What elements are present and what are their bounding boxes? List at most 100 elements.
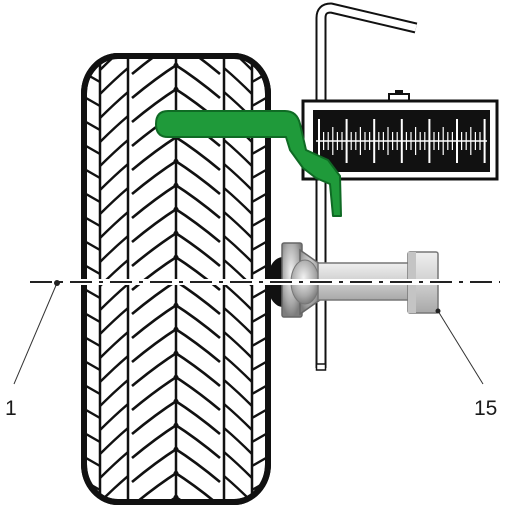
tread-groove bbox=[223, 451, 253, 479]
tread-groove bbox=[173, 422, 221, 459]
tread-groove bbox=[173, 494, 221, 502]
tread-groove bbox=[131, 326, 179, 363]
tread-groove bbox=[251, 408, 267, 420]
tread-groove bbox=[131, 134, 179, 171]
callout-leaders bbox=[13, 280, 484, 385]
tread-groove bbox=[251, 360, 267, 372]
tread-groove bbox=[99, 115, 129, 143]
tread-groove bbox=[85, 360, 101, 372]
tread-groove bbox=[131, 206, 179, 243]
tread-groove bbox=[85, 168, 101, 180]
tread-groove bbox=[85, 336, 101, 348]
tread-groove bbox=[251, 240, 267, 252]
tread-groove bbox=[251, 144, 267, 156]
tread-groove bbox=[85, 56, 101, 60]
tread-groove bbox=[173, 470, 221, 502]
tread-groove bbox=[99, 163, 129, 191]
tread-groove bbox=[251, 264, 267, 276]
tread-groove bbox=[99, 379, 129, 407]
tread-groove bbox=[223, 187, 253, 215]
tread-groove bbox=[99, 307, 129, 335]
tread-groove bbox=[131, 470, 179, 502]
callout-label-1: 1 bbox=[5, 397, 17, 420]
tread-groove bbox=[173, 398, 221, 435]
tread-groove bbox=[223, 331, 253, 359]
tread-groove bbox=[223, 67, 253, 95]
tread-groove bbox=[131, 302, 179, 339]
tread-groove bbox=[223, 355, 253, 383]
tread-groove bbox=[173, 158, 221, 195]
tread-groove bbox=[251, 456, 267, 468]
green-clamp-arm bbox=[155, 110, 342, 217]
tread-groove bbox=[131, 446, 179, 483]
tread-groove bbox=[131, 350, 179, 387]
tread-groove bbox=[85, 264, 101, 276]
tread-groove bbox=[223, 283, 253, 311]
tread-groove bbox=[99, 67, 129, 95]
tread-groove bbox=[99, 403, 129, 431]
tread-groove bbox=[85, 240, 101, 252]
tread-groove bbox=[251, 96, 267, 108]
measuring-head bbox=[301, 90, 499, 181]
callout-dot-1 bbox=[54, 280, 60, 286]
tread-groove bbox=[223, 139, 253, 167]
tread-groove bbox=[85, 384, 101, 396]
tread-groove bbox=[131, 230, 179, 267]
tread-groove bbox=[251, 168, 267, 180]
mounting-rod bbox=[315, 2, 418, 371]
tread-groove bbox=[173, 254, 221, 291]
tread-groove bbox=[85, 96, 101, 108]
tread-groove bbox=[99, 427, 129, 455]
tread-groove bbox=[131, 374, 179, 411]
tread-groove bbox=[173, 326, 221, 363]
tread-groove bbox=[223, 211, 253, 239]
tread-groove bbox=[99, 283, 129, 311]
tread-groove bbox=[173, 374, 221, 411]
tread-groove bbox=[85, 408, 101, 420]
callout-dot-15 bbox=[435, 308, 441, 314]
tread-groove bbox=[131, 62, 179, 99]
tread-groove bbox=[85, 432, 101, 444]
tread-groove bbox=[131, 56, 179, 75]
tread-groove bbox=[251, 312, 267, 324]
tread-groove bbox=[131, 398, 179, 435]
tread-groove bbox=[223, 427, 253, 455]
tread-groove bbox=[131, 158, 179, 195]
tread-groove bbox=[85, 192, 101, 204]
tread-groove bbox=[85, 312, 101, 324]
tread-groove bbox=[85, 456, 101, 468]
tread-groove bbox=[223, 307, 253, 335]
tread-groove bbox=[251, 192, 267, 204]
tread-groove bbox=[131, 182, 179, 219]
tread-groove bbox=[251, 432, 267, 444]
tread-groove bbox=[173, 62, 221, 99]
tread-groove bbox=[223, 235, 253, 263]
tread-groove bbox=[173, 350, 221, 387]
tread-groove bbox=[251, 216, 267, 228]
tread-groove bbox=[131, 422, 179, 459]
tread-groove bbox=[85, 216, 101, 228]
tread-groove bbox=[173, 446, 221, 483]
tread-groove bbox=[85, 120, 101, 132]
tread-groove bbox=[99, 235, 129, 263]
tread-groove bbox=[173, 134, 221, 171]
tread-groove bbox=[99, 187, 129, 215]
tread-groove bbox=[131, 494, 179, 502]
tread-groove bbox=[99, 331, 129, 359]
tread-groove bbox=[99, 211, 129, 239]
tread-groove bbox=[85, 288, 101, 300]
tread-groove bbox=[85, 144, 101, 156]
tread-groove bbox=[173, 206, 221, 243]
tread-groove bbox=[99, 355, 129, 383]
tread-groove bbox=[131, 254, 179, 291]
tread-groove bbox=[99, 451, 129, 479]
tread-groove bbox=[99, 139, 129, 167]
tread-groove bbox=[173, 182, 221, 219]
tread-groove bbox=[223, 403, 253, 431]
callout-label-15: 15 bbox=[474, 397, 498, 420]
tread-groove bbox=[173, 302, 221, 339]
measuring-scale bbox=[316, 119, 487, 163]
tread-groove bbox=[251, 384, 267, 396]
